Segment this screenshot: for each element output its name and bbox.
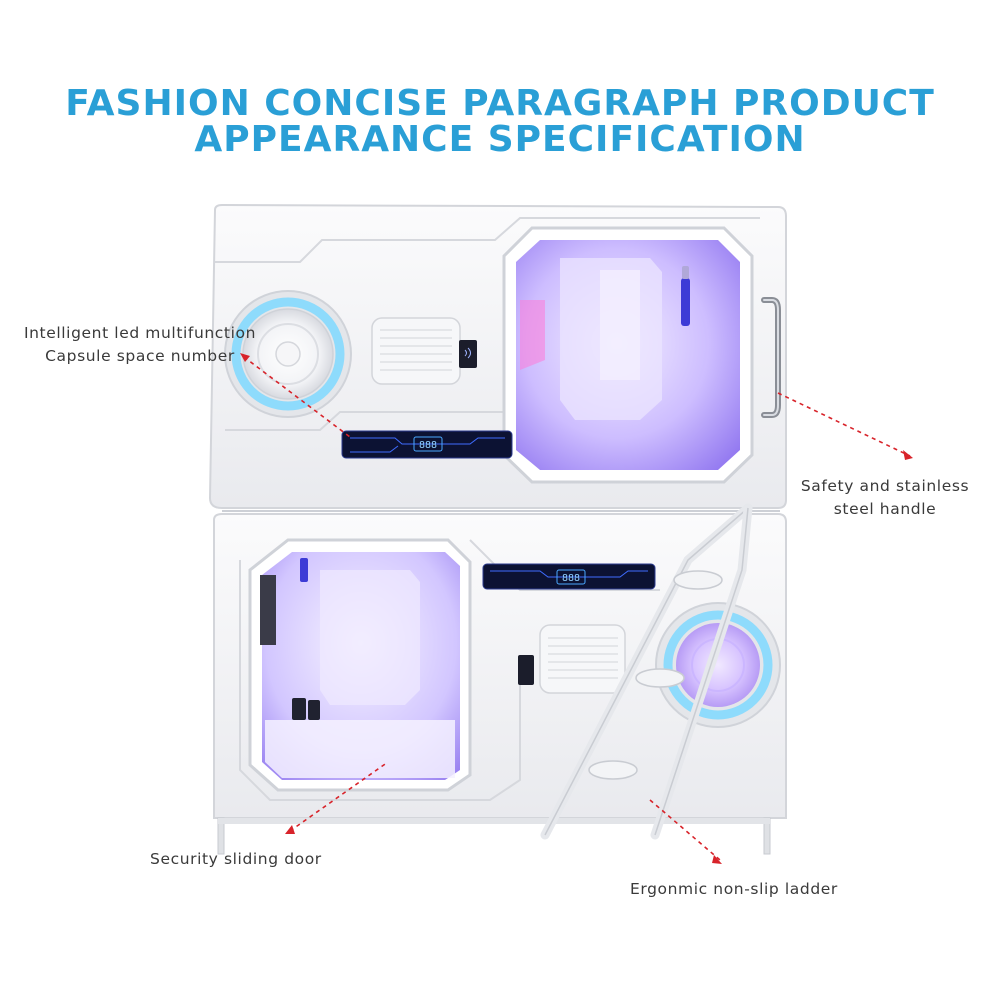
card-reader-icon: [459, 340, 477, 368]
steel-handle-icon: [761, 297, 781, 418]
lower-card-reader-icon: [518, 655, 534, 685]
callout-handle-label: Safety and stainless steel handle: [780, 475, 990, 521]
page-title-line-1: FASHION CONCISE PARAGRAPH PRODUCT: [65, 83, 935, 124]
callout-line-led: [243, 356, 351, 438]
callout-lines: [243, 356, 911, 861]
callout-led-line2: Capsule space number: [45, 347, 235, 365]
upper-control-panel: 888: [341, 430, 513, 459]
arrowhead-ladder: [712, 855, 722, 864]
lower-space-number: 888: [562, 573, 580, 584]
callout-door-label: Security sliding door: [150, 850, 322, 868]
callout-led-label: Intelligent led multifunction Capsule sp…: [0, 322, 280, 368]
lower-vent-grille-icon: [539, 624, 626, 694]
arrowhead-door: [285, 825, 295, 834]
lower-led-ring-icon: [655, 602, 781, 728]
upper-capsule: 888: [208, 203, 787, 509]
callout-arrowheads: [240, 353, 913, 864]
lower-control-panel: 888: [482, 563, 656, 590]
page-title-line-2: APPEARANCE SPECIFICATION: [194, 119, 806, 160]
callout-line-door: [289, 761, 389, 832]
ladder-icon: [540, 503, 753, 840]
vent-grille-icon: [371, 317, 461, 385]
callout-handle-line2: steel handle: [833, 500, 937, 518]
callout-line-handle: [777, 392, 911, 457]
led-ring-icon: [224, 290, 352, 418]
arrowhead-handle: [903, 450, 913, 460]
callout-ladder-label: Ergonmic non-slip ladder: [630, 880, 838, 898]
callout-handle-line1: Safety and stainless: [800, 477, 970, 495]
arrowhead-led: [240, 353, 250, 362]
callout-led-line1: Intelligent led multifunction: [23, 324, 257, 342]
lower-capsule: 888: [213, 513, 787, 855]
upper-space-number: 888: [419, 440, 437, 451]
